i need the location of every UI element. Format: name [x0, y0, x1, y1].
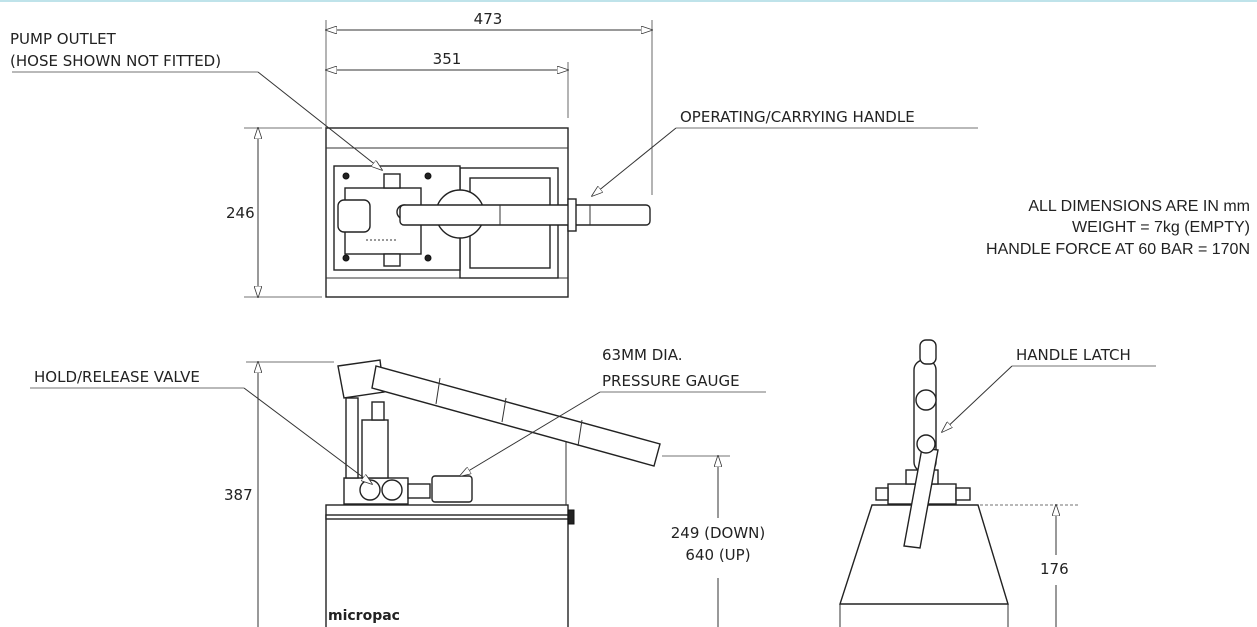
- hose-note-label: (HOSE SHOWN NOT FITTED): [10, 52, 221, 70]
- dim-handle-up: 640 (UP): [685, 546, 750, 564]
- handle-label: OPERATING/CARRYING HANDLE: [680, 108, 915, 126]
- gauge-label: PRESSURE GAUGE: [602, 372, 740, 390]
- dim-351: 351: [433, 50, 462, 68]
- side-view: 176 HANDLE LATCH: [839, 339, 1156, 627]
- notes-block: ALL DIMENSIONS ARE IN mm WEIGHT = 7kg (E…: [986, 198, 1250, 258]
- dim-473: 473: [474, 10, 503, 28]
- top-view: 473 351 246 PUMP OUTLET (HOSE SHOWN NOT …: [10, 10, 978, 297]
- units-note: ALL DIMENSIONS ARE IN mm: [1028, 198, 1250, 215]
- pump-outlet-label: PUMP OUTLET: [10, 30, 117, 48]
- handle-latch-label: HANDLE LATCH: [1016, 346, 1131, 364]
- dim-387: 387: [224, 486, 253, 504]
- brand-label: micropac: [328, 608, 400, 624]
- weight-note: WEIGHT = 7kg (EMPTY): [1072, 219, 1250, 236]
- dim-246: 246: [226, 204, 255, 222]
- dim-176: 176: [1040, 560, 1069, 578]
- front-view: 387 micropac 249 (DOWN) 640 (UP): [30, 346, 766, 627]
- dim-handle-down: 249 (DOWN): [671, 524, 766, 542]
- gauge-dia-label: 63MM DIA.: [602, 346, 682, 364]
- force-note: HANDLE FORCE AT 60 BAR = 170N: [986, 241, 1250, 258]
- hold-release-label: HOLD/RELEASE VALVE: [34, 368, 200, 386]
